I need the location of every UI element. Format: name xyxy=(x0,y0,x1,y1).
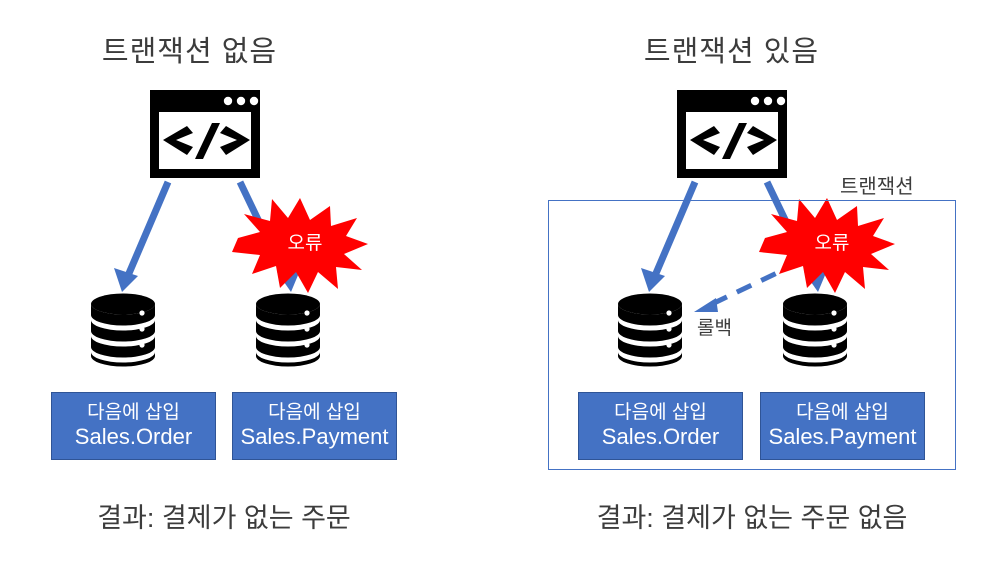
caption-with-transaction: 결과: 결제가 없는 주문 없음 xyxy=(596,503,908,533)
error-label-right: 오류 xyxy=(814,233,850,254)
panel-title-with-transaction: 트랜잭션 있음 xyxy=(643,36,820,68)
insert-box-line2: Sales.Payment xyxy=(240,424,389,450)
panel-title-no-transaction: 트랜잭션 없음 xyxy=(101,36,278,68)
rollback-label: 롤백 xyxy=(697,318,732,339)
caption-no-transaction: 결과: 결제가 없는 주문 xyxy=(97,503,351,533)
insert-box-line2: Sales.Order xyxy=(601,424,720,450)
insert-box-line1: 다음에 삽입 xyxy=(796,401,889,423)
insert-box-line1: 다음에 삽입 xyxy=(614,401,707,423)
arrow-code-to-order-left xyxy=(114,180,172,292)
insert-box-sales-order-right[interactable]: 다음에 삽입 Sales.Order xyxy=(578,392,743,460)
insert-box-sales-order-left[interactable]: 다음에 삽입 Sales.Order xyxy=(51,392,216,460)
database-icon-payment-left xyxy=(256,293,320,367)
insert-box-sales-payment-right[interactable]: 다음에 삽입 Sales.Payment xyxy=(760,392,925,460)
insert-box-line1: 다음에 삽입 xyxy=(87,401,180,423)
insert-box-line2: Sales.Payment xyxy=(768,424,917,450)
insert-box-sales-payment-left[interactable]: 다음에 삽입 Sales.Payment xyxy=(232,392,397,460)
transaction-boundary-box xyxy=(548,200,956,470)
database-icon-order-left xyxy=(91,293,155,367)
insert-box-line1: 다음에 삽입 xyxy=(268,401,361,423)
code-window-icon-right xyxy=(677,90,787,178)
code-window-icon-left xyxy=(150,90,260,178)
error-label-left: 오류 xyxy=(287,233,323,254)
transaction-box-label: 트랜잭션 xyxy=(840,176,914,198)
insert-box-line2: Sales.Order xyxy=(74,424,193,450)
